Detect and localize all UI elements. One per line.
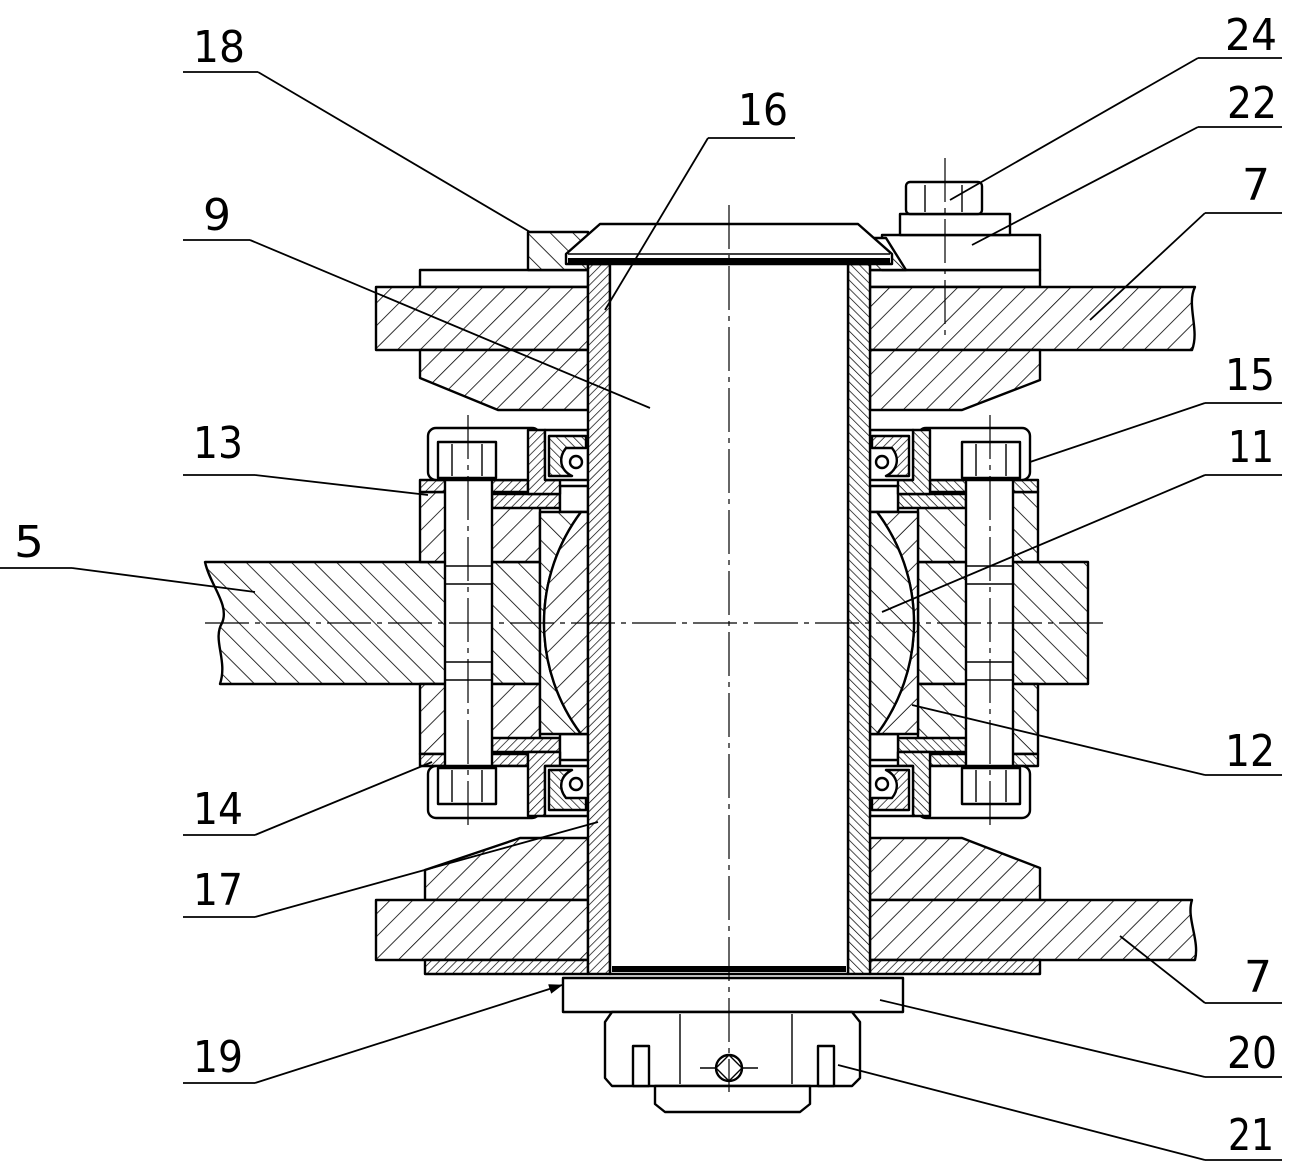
- callout-7-upper-leader: [1089, 212, 1206, 321]
- callout-17-leader: [254, 821, 599, 918]
- washer-22: [898, 212, 1012, 237]
- callout-24-leader: [949, 57, 1199, 201]
- lower-plate-left: [374, 898, 590, 962]
- lower-plate-right: [868, 898, 1198, 962]
- lower-strip-right: [868, 958, 1042, 976]
- callout-13-label: 13: [193, 418, 243, 469]
- callout-22-label: 22: [1227, 78, 1277, 129]
- spacer-ring-lower-left: [558, 732, 590, 762]
- callout-21-label: 21: [1228, 1110, 1274, 1161]
- seal-lip-upper-right: [870, 434, 911, 478]
- callout-18-leader: [257, 71, 531, 233]
- sleeve-right: [846, 262, 872, 976]
- callout-13-leader: [254, 474, 429, 496]
- retainer-plate-right: [880, 233, 1042, 272]
- callout-12-label: 12: [1225, 726, 1275, 777]
- bolt-head-upper-right: [960, 440, 1022, 480]
- upper-plate-left: [374, 285, 590, 352]
- bolt-head-lower-right: [960, 766, 1022, 806]
- pin-cap-band: [568, 258, 890, 263]
- callout-17-label: 17: [193, 865, 243, 916]
- callout-7-lower-leader: [1119, 935, 1206, 1004]
- callout-12-leader: [911, 704, 1206, 776]
- seal-lip-upper-left: [547, 434, 588, 478]
- spacer-plate-lower-left: [490, 736, 562, 754]
- callout-7-upper-label: 7: [1242, 160, 1270, 211]
- upper-strip-left: [418, 268, 590, 289]
- upper-strip-right: [868, 268, 1042, 289]
- spacer-plate-upper-right: [896, 492, 968, 510]
- callout-19-leader: [254, 984, 563, 1084]
- nut-21: [603, 1010, 862, 1088]
- seal-lip-lower-left: [547, 768, 588, 812]
- callout-11-label: 11: [1228, 422, 1274, 473]
- callout-16-label: 16: [738, 85, 788, 136]
- callout-9-leader: [249, 239, 651, 409]
- seal-spring-upper-right: [874, 454, 890, 470]
- sleeve-left: [586, 262, 612, 976]
- callout-16-leader: [604, 137, 709, 311]
- callout-24-label: 24: [1225, 10, 1277, 61]
- callout-5-leader: [71, 567, 256, 593]
- upper-plate-right: [868, 285, 1197, 352]
- lower-strip-left: [423, 958, 590, 976]
- bolt-head-upper-left: [436, 440, 498, 480]
- callout-20-leader: [879, 999, 1206, 1078]
- seal-spring-lower-right: [874, 776, 890, 792]
- callout-19-label: 19: [193, 1032, 243, 1083]
- callout-21-leader: [837, 1064, 1206, 1161]
- spacer-ring-upper-left: [558, 484, 590, 514]
- callout-20-label: 20: [1227, 1028, 1277, 1079]
- callout-11-leader: [881, 474, 1206, 613]
- bearing-assembly-left: [418, 426, 590, 820]
- callout-15-label: 15: [1225, 350, 1275, 401]
- callout-15-leader: [1029, 402, 1206, 463]
- washer-20: [561, 976, 905, 1014]
- callout-22-leader: [971, 126, 1199, 246]
- bolt-head-24: [904, 180, 984, 216]
- spacer-ring-upper-right: [868, 484, 900, 514]
- nut-collar: [653, 1084, 812, 1114]
- spacer-plate-upper-left: [490, 492, 562, 510]
- spacer-plate-lower-right: [896, 736, 968, 754]
- callout-18-label: 18: [193, 22, 245, 73]
- nut-slot-right: [816, 1044, 836, 1088]
- callout-14-leader: [254, 761, 433, 836]
- callout-14-label: 14: [193, 784, 243, 835]
- bolt-head-lower-left: [436, 766, 498, 806]
- callout-7-lower-label: 7: [1244, 952, 1272, 1003]
- callout-5-label: 5: [14, 517, 44, 568]
- callouts: 18 24 22 16 9 7 15 13 11 5 12 14: [0, 10, 1282, 1161]
- nut-slot-left: [631, 1044, 651, 1088]
- seal-lip-lower-right: [870, 768, 911, 812]
- callout-9-label: 9: [203, 190, 231, 241]
- seal-spring-upper-left: [568, 454, 584, 470]
- seal-spring-lower-left: [568, 776, 584, 792]
- spherical-ball-left: [542, 510, 590, 736]
- spacer-ring-lower-right: [868, 732, 900, 762]
